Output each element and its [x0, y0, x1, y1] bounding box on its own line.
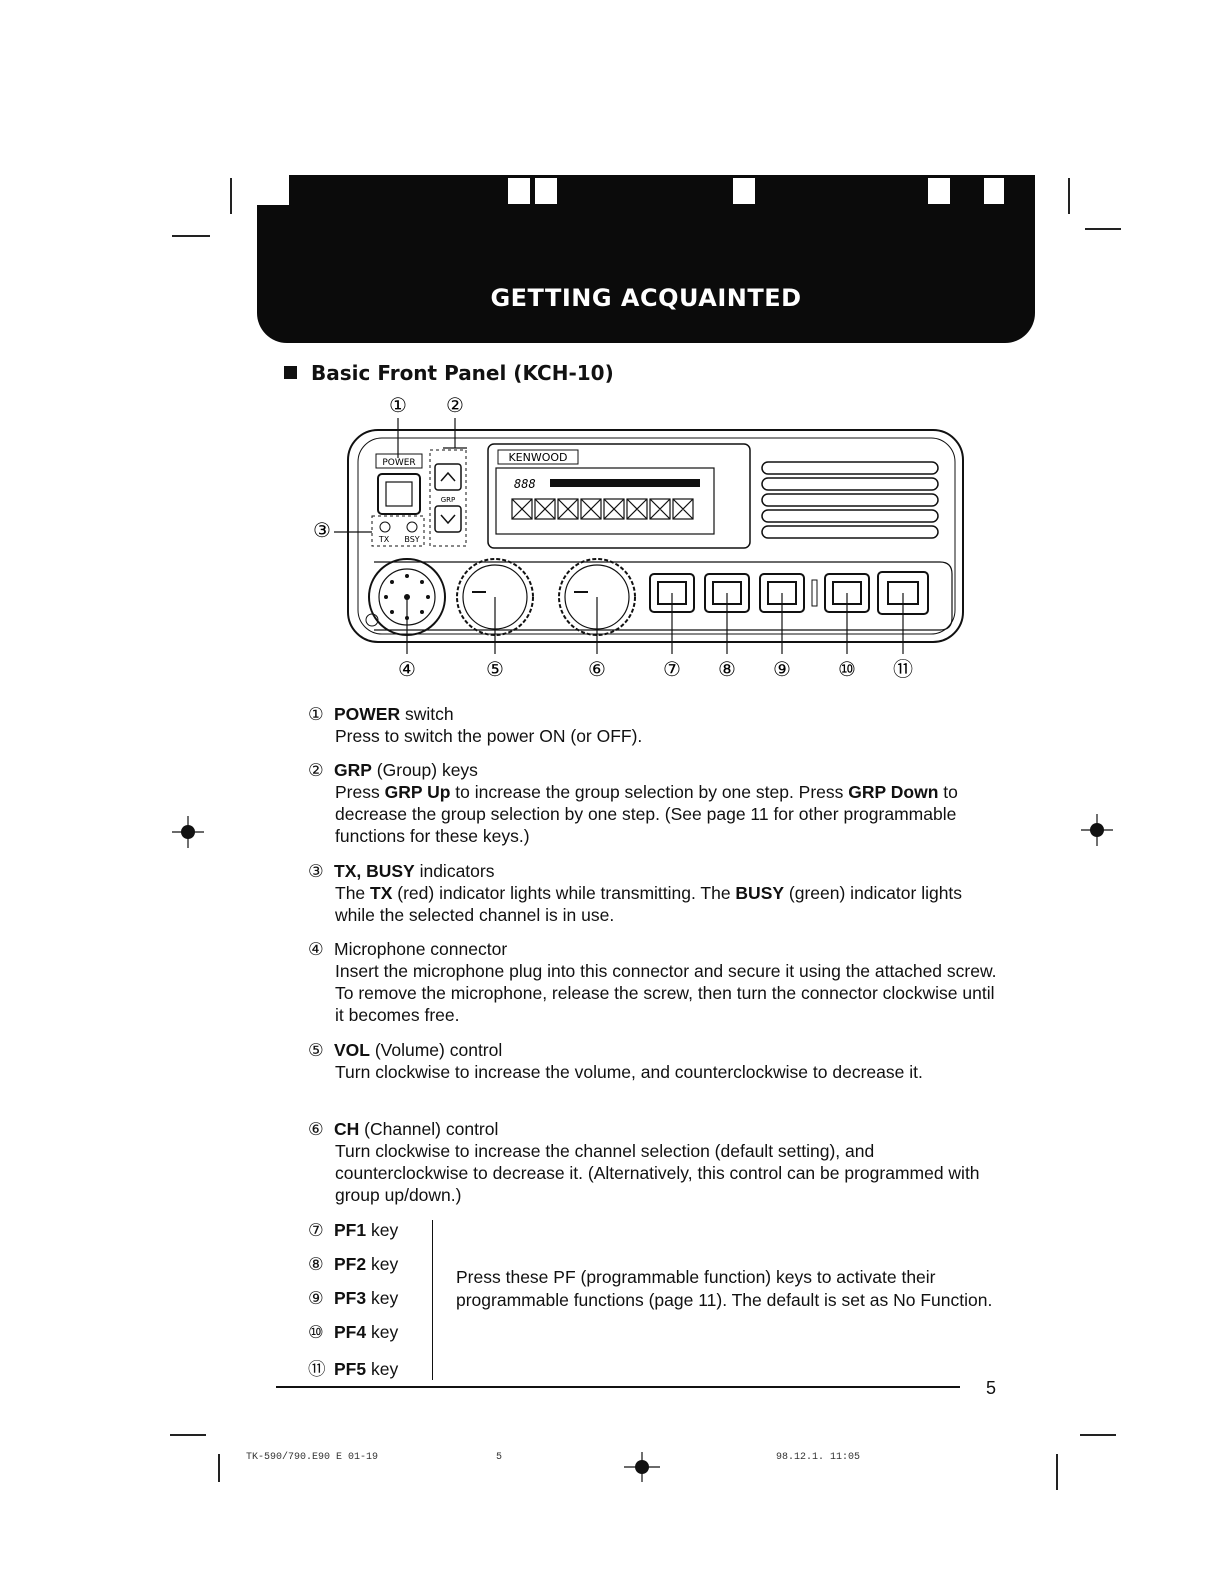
callout-7: ⑦: [663, 657, 681, 681]
callout-11: ⑪: [893, 657, 913, 681]
header-tab: [984, 178, 1004, 204]
callout-1: ①: [389, 393, 407, 417]
footer-timestamp: 98.12.1. 11:05: [776, 1452, 861, 1463]
crop-mark: [172, 235, 210, 237]
crop-mark: [218, 1454, 220, 1482]
registration-mark: [624, 1452, 660, 1482]
footer-page: 5: [496, 1452, 503, 1463]
registration-mark: [1081, 814, 1113, 846]
lcd-display: [495, 467, 715, 535]
footer-file-id: TK-590/790.E90 E 01-19: [246, 1452, 379, 1463]
ch-knob: [558, 558, 636, 636]
display-digits: 888: [514, 477, 536, 491]
chapter-header: [257, 175, 1035, 343]
callout-3: ③: [313, 518, 331, 542]
crop-mark: [1056, 1454, 1058, 1490]
grp-down-key: [434, 505, 462, 533]
chapter-title: GETTING ACQUAINTED: [490, 284, 802, 312]
page-rule: [276, 1386, 960, 1388]
callout-9: ⑨: [773, 657, 791, 681]
busy-label: BSY: [404, 535, 419, 544]
header-tab: [733, 178, 755, 204]
crop-mark: [1068, 178, 1070, 214]
crop-mark: [1080, 1434, 1116, 1436]
header-tab: [928, 178, 950, 204]
pf-bracket: [428, 1220, 433, 1380]
busy-indicator: [406, 521, 418, 533]
callout-6: ⑥: [588, 657, 606, 681]
front-panel-diagram: ① ② POWER TX BSY ③ GRP KENWOOD 888: [313, 393, 964, 681]
header-tab: [535, 178, 557, 204]
callout-10: ⑩: [838, 657, 856, 681]
brand-logo: KENWOOD: [508, 451, 567, 464]
tx-indicator: [379, 521, 391, 533]
callout-4: ④: [398, 657, 416, 681]
crop-mark: [170, 1434, 206, 1436]
pf-description: Press these PF (programmable function) k…: [456, 1267, 993, 1310]
registration-mark: [172, 816, 204, 848]
grp-label: GRP: [441, 496, 456, 504]
callout-2: ②: [446, 393, 464, 417]
vol-knob: [456, 558, 534, 636]
power-label: POWER: [382, 458, 415, 468]
section-title: Basic Front Panel (KCH-10): [284, 361, 614, 385]
header-notch: [257, 175, 289, 205]
crop-mark: [1085, 228, 1121, 230]
crop-mark: [230, 178, 232, 214]
header-tab: [508, 178, 530, 204]
power-switch: [377, 473, 421, 515]
bullet-square-icon: [284, 366, 297, 379]
grp-up-key: [434, 463, 462, 491]
tx-label: TX: [378, 535, 390, 544]
callout-5: ⑤: [486, 657, 504, 681]
callout-8: ⑧: [718, 657, 736, 681]
page-number: 5: [986, 1378, 997, 1398]
